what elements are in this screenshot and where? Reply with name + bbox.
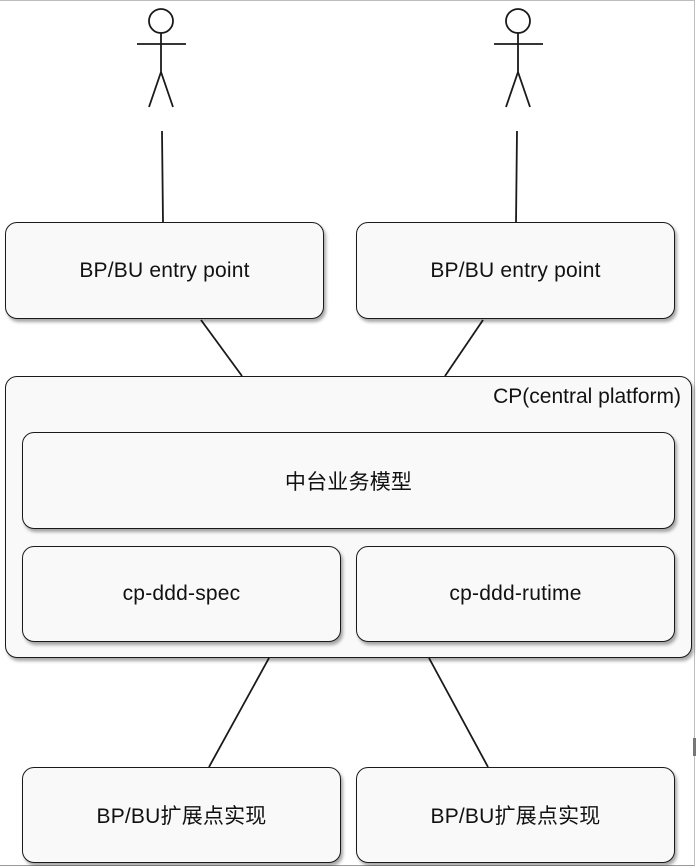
extension-right-label: BP/BU扩展点实现: [430, 805, 601, 828]
runtime-label: cp-ddd-rutime: [449, 582, 582, 605]
connector-actor-left-entry: [161, 130, 164, 224]
central-platform-label: CP(central platform): [493, 385, 681, 408]
connector-cp-extension-right: [428, 657, 489, 768]
extension-right: BP/BU扩展点实现: [356, 767, 675, 863]
actor-right-icon: [494, 8, 543, 108]
spec-label: cp-ddd-spec: [122, 582, 241, 605]
edge-handle: [693, 738, 696, 756]
connector-actor-right-entry: [515, 130, 518, 224]
connector-entry-right-cp: [444, 319, 484, 377]
business-model-box: 中台业务模型: [22, 432, 675, 529]
entry-point-right-label: BP/BU entry point: [430, 258, 601, 282]
spec-box: cp-ddd-spec: [22, 546, 341, 642]
connector-entry-left-cp: [200, 319, 243, 377]
runtime-box: cp-ddd-rutime: [356, 546, 675, 642]
entry-point-left: BP/BU entry point: [5, 222, 324, 319]
entry-point-left-label: BP/BU entry point: [79, 258, 250, 282]
extension-left: BP/BU扩展点实现: [22, 767, 341, 863]
connector-cp-extension-left: [208, 657, 270, 768]
business-model-label: 中台业务模型: [284, 470, 413, 494]
entry-point-right: BP/BU entry point: [356, 222, 675, 319]
actor-left-icon: [137, 8, 186, 108]
extension-left-label: BP/BU扩展点实现: [96, 805, 267, 828]
